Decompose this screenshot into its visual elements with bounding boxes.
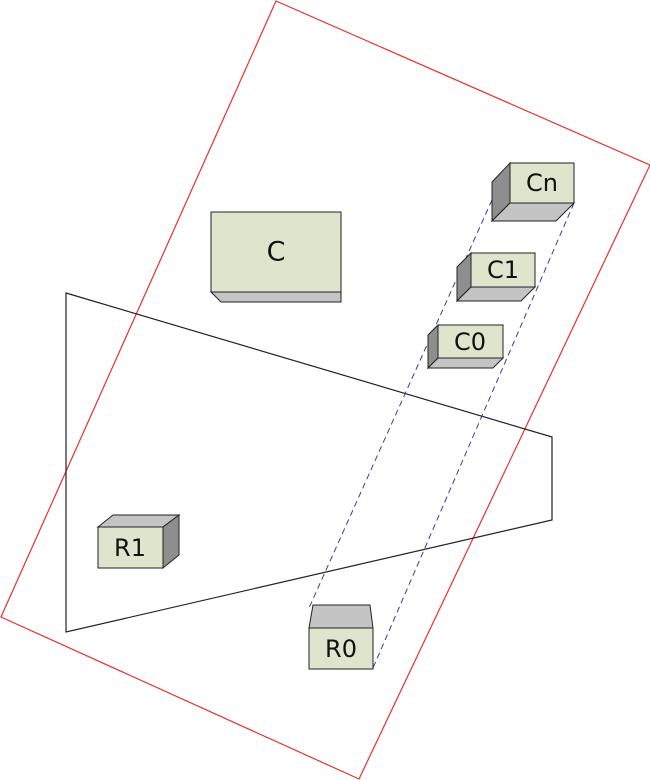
box-c1-bottom	[455, 286, 537, 302]
box-r0-label: R0	[325, 635, 357, 663]
box-r0: R0	[308, 604, 374, 670]
box-c1: C1	[455, 251, 537, 303]
box-r0-front	[308, 627, 374, 670]
box-cn-label: Cn	[526, 169, 558, 197]
box-r1-label: R1	[114, 534, 146, 562]
box-c0-bottom	[426, 357, 505, 369]
box-cn: Cn	[490, 161, 576, 223]
box-c0-label: C0	[454, 328, 486, 356]
box-c1-label: C1	[487, 256, 519, 284]
box-c-label: C	[267, 237, 286, 268]
box-c0: C0	[426, 323, 505, 370]
box-cn-bottom	[490, 202, 576, 222]
box-c-bottom	[209, 291, 342, 303]
box-r1: R1	[96, 514, 181, 570]
box-r1-front	[97, 526, 164, 569]
box-r0-top	[308, 604, 374, 629]
box-c: C	[209, 211, 342, 303]
projection-line-right	[372, 202, 575, 669]
frustum-outline	[65, 292, 553, 633]
